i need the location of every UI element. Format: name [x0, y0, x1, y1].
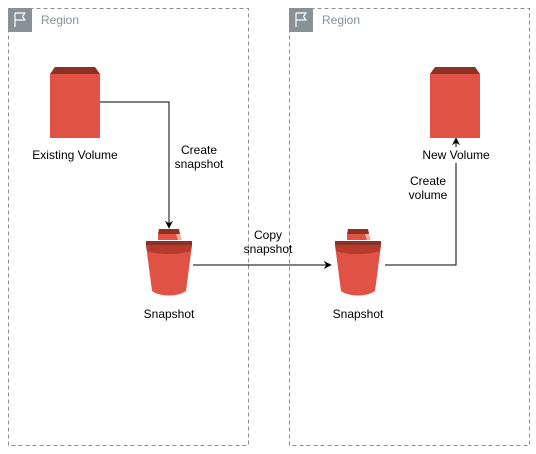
- ebs-volume-icon: [430, 67, 480, 138]
- edge-label-copy-snapshot: Copy snapshot: [244, 228, 293, 256]
- flag-icon: [288, 7, 314, 33]
- existing-volume-node: Existing Volume: [32, 67, 118, 162]
- region-right-title: Region: [322, 13, 360, 27]
- edge-label-create-volume: Create volume: [409, 174, 448, 202]
- region-right-border: [289, 8, 530, 446]
- create-snapshot-label-line1: Create: [181, 143, 217, 157]
- new-volume-label: New Volume: [422, 148, 490, 162]
- snapshot-source-label: Snapshot: [144, 307, 195, 321]
- create-volume-label-line1: Create: [410, 174, 446, 188]
- snapshot-copy-node: Snapshot: [333, 229, 384, 321]
- ebs-snapshot-icon: [335, 229, 381, 296]
- ebs-snapshot-icon: [146, 229, 192, 296]
- ebs-volume-icon: [50, 67, 100, 138]
- connector-create-snapshot: [100, 101, 173, 229]
- copy-snapshot-label-line2: snapshot: [244, 242, 293, 256]
- flag-icon: [7, 7, 33, 33]
- new-volume-node: New Volume: [420, 67, 492, 163]
- copy-snapshot-label-line1: Copy: [254, 228, 282, 242]
- region-left: Region: [7, 7, 249, 446]
- region-left-title: Region: [41, 13, 79, 27]
- create-volume-label-line2: volume: [409, 188, 448, 202]
- edge-label-create-snapshot: Create snapshot: [175, 143, 224, 171]
- region-left-border: [8, 8, 249, 446]
- connector-create-volume: [385, 137, 460, 266]
- snapshot-copy-label: Snapshot: [333, 307, 384, 321]
- existing-volume-label: Existing Volume: [32, 148, 118, 162]
- region-right: Region: [288, 7, 530, 446]
- create-snapshot-label-line2: snapshot: [175, 157, 224, 171]
- snapshot-source-node: Snapshot: [144, 229, 195, 321]
